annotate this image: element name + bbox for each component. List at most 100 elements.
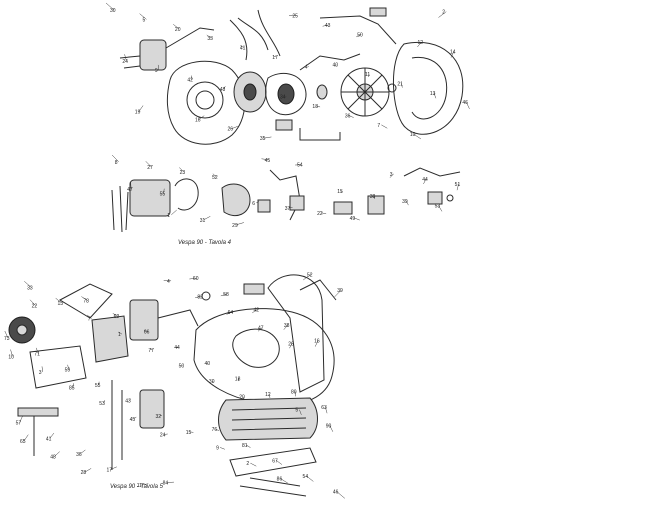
housing-bore (186, 81, 224, 119)
callout-number: 52 (307, 272, 313, 278)
callout-number: 46 (333, 490, 339, 496)
callout-leader (138, 105, 144, 112)
callout-number: 84 (163, 481, 169, 487)
callout-leader (173, 24, 180, 29)
callout-number: 58 (223, 292, 229, 298)
plate-4-caption: Vespa 90 - Tavola 4 (178, 240, 231, 246)
callout-leader (215, 428, 220, 432)
callout-leader (23, 434, 29, 442)
callout-number: 15 (337, 189, 343, 195)
callout-leader (19, 416, 23, 423)
callout-number: 39 (402, 199, 408, 205)
callout-number: 48 (50, 455, 56, 461)
callout-leader (438, 11, 447, 18)
callout-number: 2 (246, 461, 249, 467)
callout-number: 34 (280, 95, 286, 101)
callout-number: 20 (175, 27, 181, 33)
plate-4-drawing (111, 7, 464, 233)
callout-number: 11 (137, 483, 142, 489)
callout-number: 66 (144, 330, 150, 336)
callout-number: 55 (160, 192, 166, 198)
callout-leader (55, 297, 62, 304)
callout-number: 40 (332, 63, 338, 69)
callout-number: 1 (167, 213, 170, 219)
callout-leader (144, 330, 148, 332)
callout-leader (206, 362, 209, 365)
callout-number: 6 (252, 201, 255, 207)
callout-leader (130, 182, 132, 189)
callout-number: 71 (34, 352, 40, 358)
callout-number: 22 (32, 304, 38, 310)
callout-number: 65 (20, 439, 26, 445)
callout-number: 16 (314, 339, 320, 345)
spring-clip (257, 199, 271, 213)
callout-number: 54 (297, 163, 303, 169)
callout-leader (35, 347, 39, 354)
callout-number: 5 (142, 17, 145, 23)
ignition-coil (139, 39, 167, 71)
callout-number: 13 (57, 301, 63, 307)
terminal-block (333, 201, 353, 215)
callout-number: 31 (200, 218, 206, 224)
jet-column (111, 380, 123, 470)
callout-leader (256, 201, 260, 204)
callout-number: 28 (81, 470, 87, 476)
callout-leader (273, 55, 277, 58)
callout-leader (373, 195, 376, 199)
group-bracket-line (299, 128, 341, 141)
callout-number: 15 (186, 430, 192, 436)
callout-number: 90 (326, 423, 332, 429)
callout-number: 23 (180, 170, 186, 176)
callout-leader (240, 45, 244, 48)
callout-leader (257, 327, 263, 332)
callout-number: 29 (232, 223, 238, 229)
callout-number: 78 (83, 298, 89, 304)
callout-number: 26 (288, 341, 294, 347)
connector-top (369, 7, 387, 17)
casing-boss (232, 328, 280, 368)
callout-number: 4 (305, 64, 308, 70)
callout-leader (401, 83, 403, 88)
callout-leader (423, 178, 427, 185)
callout-number: 32 (155, 414, 161, 420)
callout-number: 25 (292, 13, 298, 19)
callout-leader (325, 406, 328, 414)
callout-number: 18 (235, 376, 241, 382)
callout-leader (103, 400, 106, 404)
callout-leader (159, 415, 163, 417)
callout-number: 1 (118, 332, 121, 338)
callout-leader (111, 154, 119, 163)
callout-number: 42 (254, 307, 260, 313)
callout-number: 40 (205, 361, 211, 367)
callout-leader (329, 425, 334, 432)
callout-leader (307, 66, 309, 68)
callout-number: 36 (345, 113, 351, 119)
callout-labels: 3040161234511261418202135243633132597414… (4, 2, 470, 499)
callout-leader (4, 330, 9, 339)
callout-number: 64 (228, 310, 234, 316)
gasket-plate (29, 345, 87, 389)
callout-number: 27 (147, 165, 153, 171)
callout-number: 7 (88, 317, 91, 323)
callout-leader (263, 136, 272, 139)
callout-number: 50 (179, 363, 185, 369)
callout-number: 86 (277, 477, 283, 483)
callout-leader (334, 289, 342, 298)
callout-number: 57 (16, 421, 22, 427)
callout-number: 44 (422, 177, 428, 183)
switch-block (289, 195, 305, 211)
callout-leader (316, 105, 321, 108)
bolt-small (446, 194, 454, 202)
hv-lead (165, 27, 215, 49)
callout-number: 30 (209, 379, 215, 385)
callout-leader (198, 115, 205, 120)
lead-lower (269, 169, 301, 221)
float-bowl (139, 389, 165, 429)
callout-leader (294, 391, 296, 397)
stator-plate (265, 72, 307, 116)
callout-number: 51 (455, 182, 461, 188)
callout-number: 9 (155, 68, 158, 74)
callout-number: 16 (195, 117, 201, 123)
callout-leader (112, 313, 118, 317)
